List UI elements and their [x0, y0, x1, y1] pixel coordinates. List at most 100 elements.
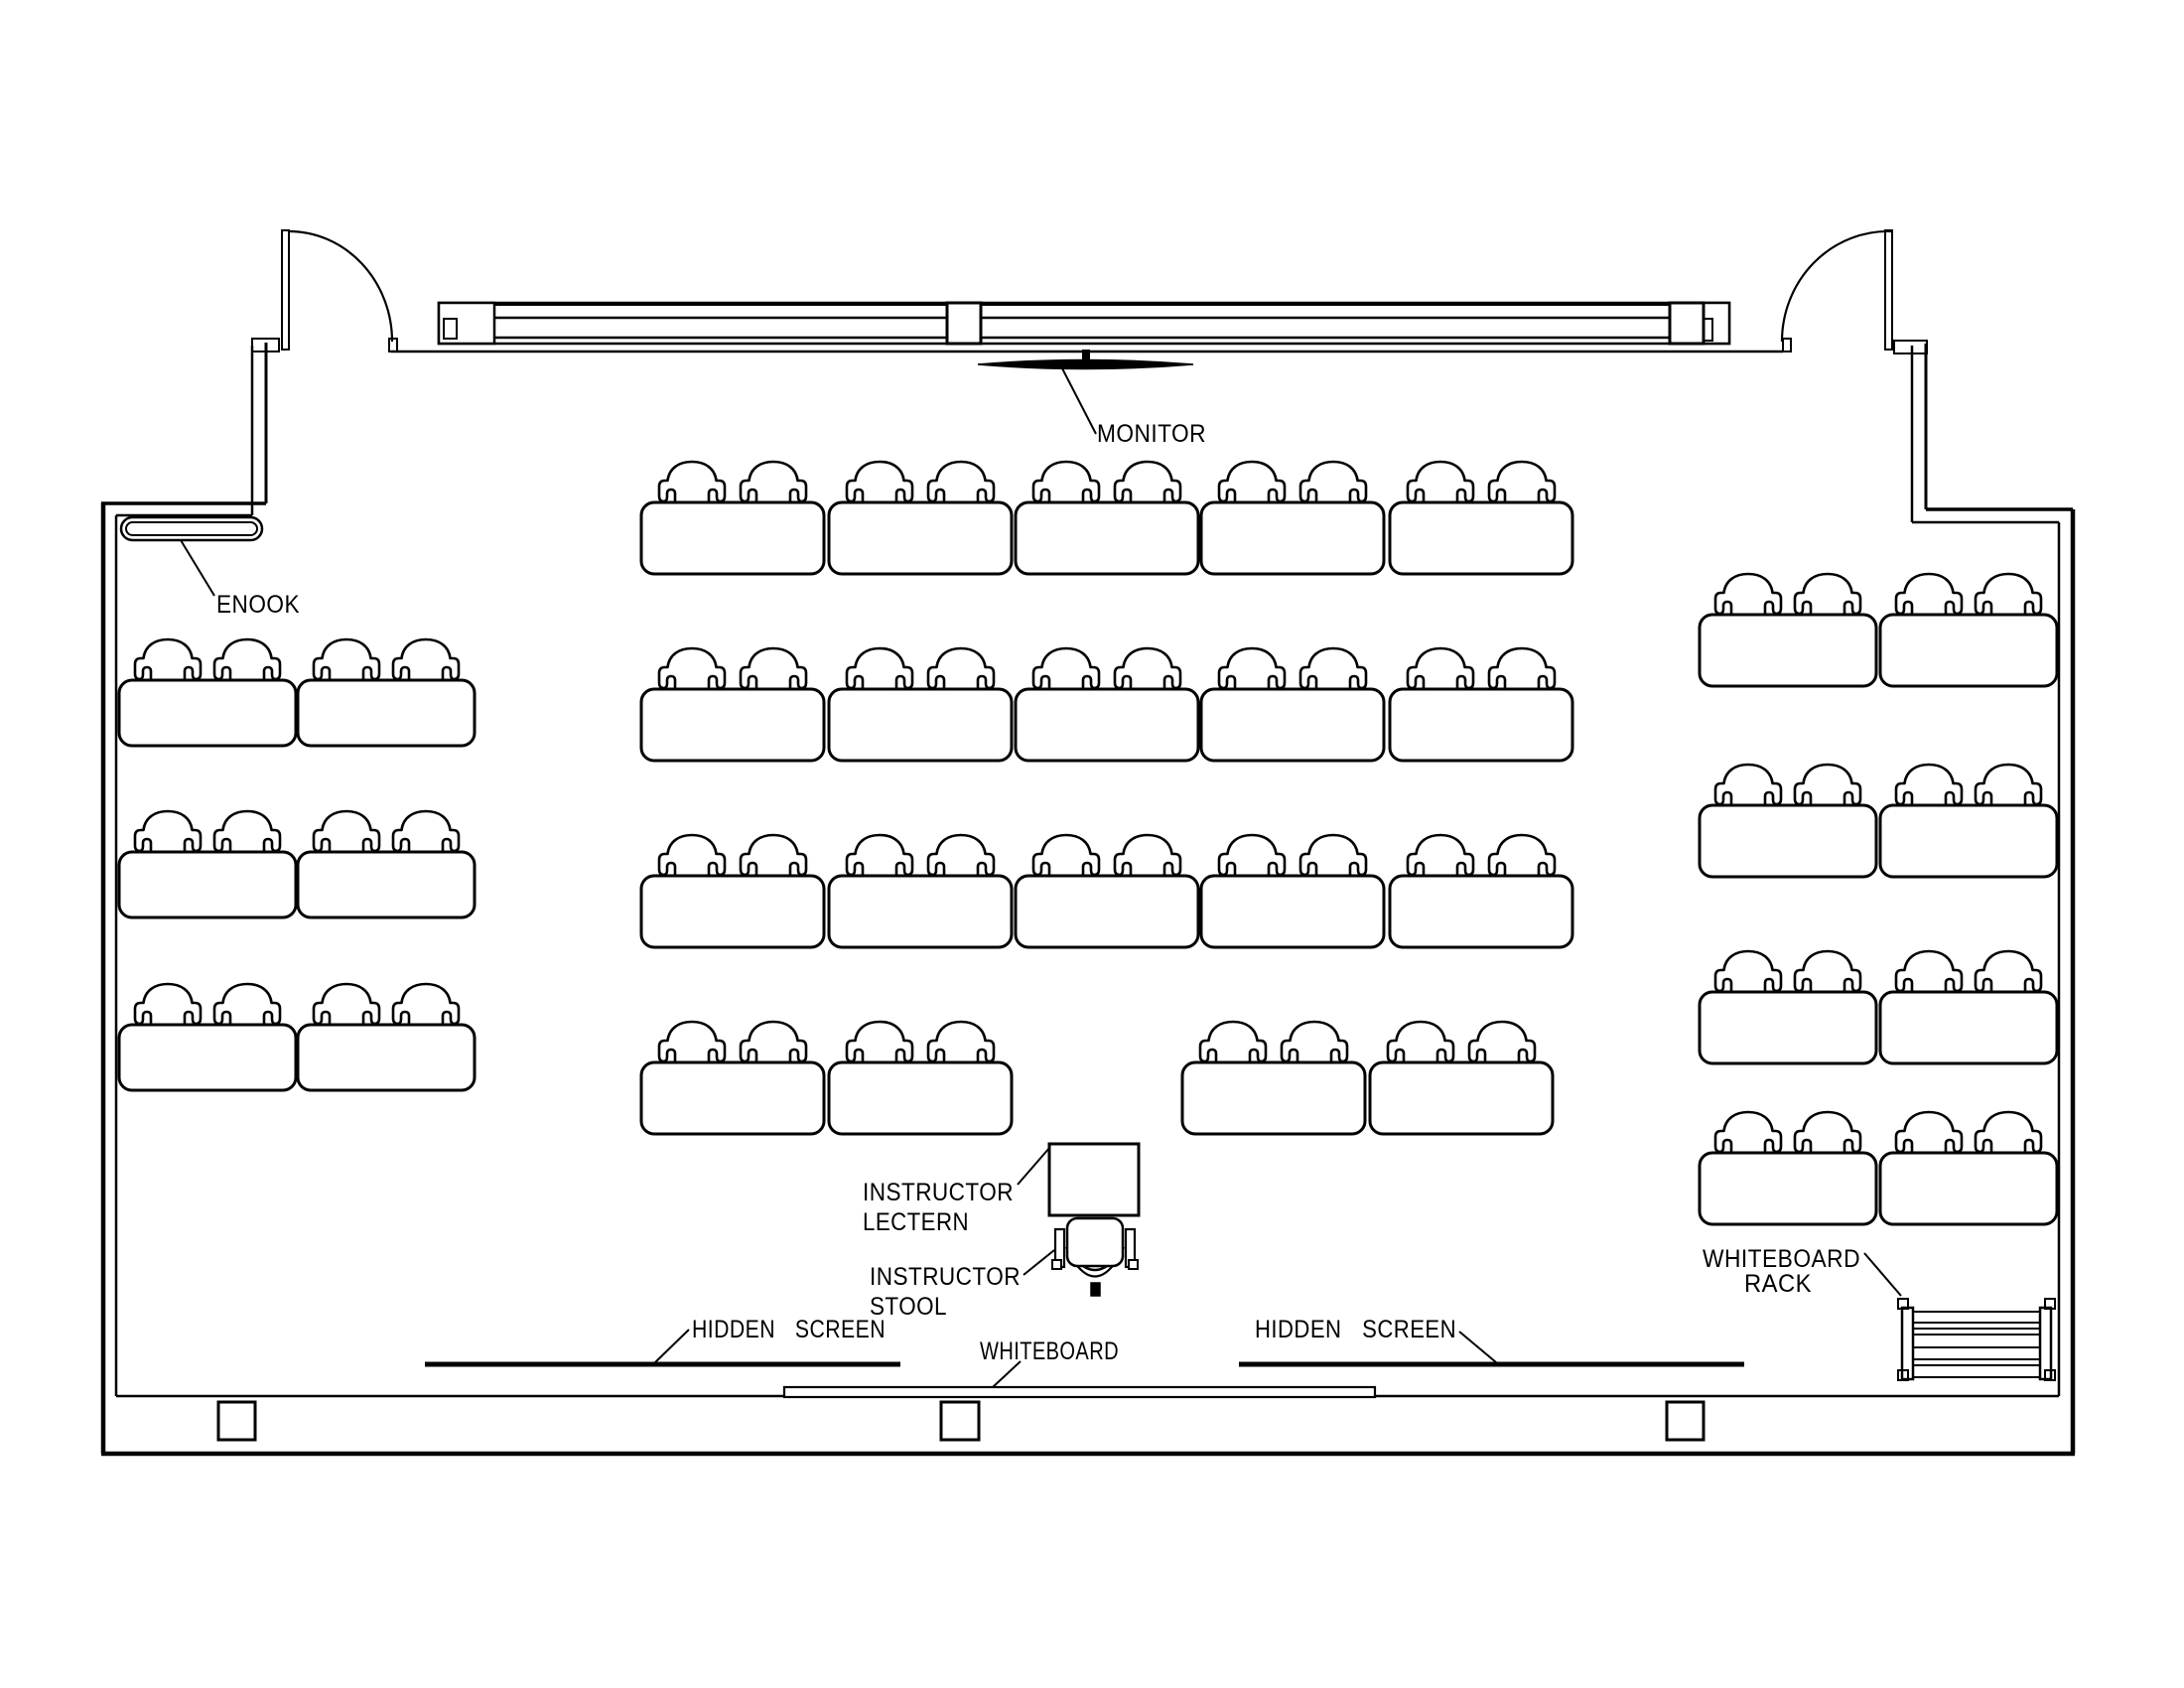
- table-top: [1199, 500, 1386, 576]
- table-top: [296, 678, 477, 748]
- window-wall: [437, 301, 1731, 346]
- leader-line: [992, 1360, 1022, 1388]
- table: [1878, 763, 2059, 879]
- table: [1199, 460, 1386, 576]
- table: [1388, 646, 1574, 763]
- leader-line: [1017, 1146, 1051, 1186]
- table: [639, 1020, 826, 1136]
- table: [117, 637, 298, 748]
- table: [1199, 646, 1386, 763]
- table: [1180, 1020, 1367, 1136]
- table-top: [1014, 874, 1200, 949]
- whiteboard-rack-label-line1: WHITEBOARD: [1703, 1245, 1860, 1273]
- window-mullion: [1668, 301, 1706, 346]
- table: [1878, 1110, 2059, 1226]
- leader-line: [180, 539, 215, 597]
- instructor-lectern-label-line1: INSTRUCTOR: [863, 1179, 1014, 1206]
- table-top: [1014, 500, 1200, 576]
- table: [1199, 833, 1386, 949]
- table-top: [1698, 613, 1878, 688]
- table-top: [1878, 990, 2059, 1065]
- table-top: [117, 850, 298, 919]
- table-top: [1698, 803, 1878, 879]
- enook-label: ENOOK: [216, 591, 300, 619]
- table-top: [827, 1060, 1014, 1136]
- table: [639, 833, 826, 949]
- table: [827, 646, 1014, 763]
- table: [296, 982, 477, 1092]
- door-left: [281, 229, 394, 351]
- leader-line: [1458, 1331, 1497, 1363]
- table: [827, 1020, 1014, 1136]
- table-top: [1388, 874, 1574, 949]
- table-top: [639, 1060, 826, 1136]
- door-right-swing: [1780, 229, 1892, 343]
- table: [639, 460, 826, 576]
- door-left-swing: [288, 229, 394, 343]
- instructor-lectern-label-line2: LECTERN: [863, 1208, 969, 1236]
- instructor-stool-icon: [1051, 1216, 1139, 1297]
- table: [296, 637, 477, 748]
- table: [1698, 572, 1878, 688]
- table: [639, 646, 826, 763]
- table-top: [1698, 990, 1878, 1065]
- table: [827, 460, 1014, 576]
- whiteboard-icon: [782, 1385, 1377, 1399]
- table-top: [1878, 1151, 2059, 1226]
- table-top: [639, 874, 826, 949]
- table-top: [827, 687, 1014, 763]
- table: [117, 982, 298, 1092]
- table-top: [827, 500, 1014, 576]
- monitor-icon: [977, 350, 1194, 370]
- table: [827, 833, 1014, 949]
- table-top: [1014, 687, 1200, 763]
- hidden-screen-right-label: HIDDEN SCREEN: [1255, 1316, 1456, 1343]
- table-top: [1878, 803, 2059, 879]
- table: [1014, 646, 1200, 763]
- instructor-lectern-icon: [1047, 1142, 1141, 1217]
- table: [1878, 572, 2059, 688]
- leader-line: [1023, 1249, 1055, 1276]
- monitor-label: MONITOR: [1097, 420, 1206, 448]
- table-top: [296, 1023, 477, 1092]
- enook-shelf-icon: [119, 515, 264, 542]
- whiteboard-rack-icon: [1897, 1298, 2056, 1381]
- wall-column: [1665, 1400, 1706, 1442]
- window-end-cap: [437, 301, 496, 346]
- table-top: [296, 850, 477, 919]
- table-top: [1698, 1151, 1878, 1226]
- leader-line: [1061, 367, 1097, 435]
- leader-lines: [180, 367, 1902, 1388]
- hidden-screen-left-label: HIDDEN SCREEN: [692, 1316, 886, 1343]
- furniture-layer: [117, 460, 2059, 1226]
- wall-column: [216, 1400, 257, 1442]
- table-top: [117, 678, 298, 748]
- table: [1698, 763, 1878, 879]
- door-right: [1780, 229, 1893, 351]
- whiteboard-rack-label-line2: RACK: [1744, 1270, 1812, 1298]
- table: [1698, 949, 1878, 1065]
- table-top: [1199, 687, 1386, 763]
- table: [1388, 460, 1574, 576]
- leader-line: [653, 1329, 690, 1364]
- table-top: [117, 1023, 298, 1092]
- table: [1014, 460, 1200, 576]
- table: [1388, 833, 1574, 949]
- table: [1014, 833, 1200, 949]
- table-top: [1878, 613, 2059, 688]
- table: [1698, 1110, 1878, 1226]
- table: [296, 809, 477, 919]
- table: [117, 809, 298, 919]
- instructor-stool-label-line2: STOOL: [870, 1293, 947, 1321]
- whiteboard-label: WHITEBOARD: [980, 1337, 1119, 1365]
- table-top: [1180, 1060, 1367, 1136]
- instructor-stool-label-line1: INSTRUCTOR: [870, 1263, 1021, 1291]
- table-top: [1199, 874, 1386, 949]
- table: [1368, 1020, 1555, 1136]
- wall-column: [939, 1400, 981, 1442]
- wall-columns: [216, 1400, 1706, 1442]
- window-mullion: [945, 301, 983, 346]
- table: [1878, 949, 2059, 1065]
- table-top: [639, 500, 826, 576]
